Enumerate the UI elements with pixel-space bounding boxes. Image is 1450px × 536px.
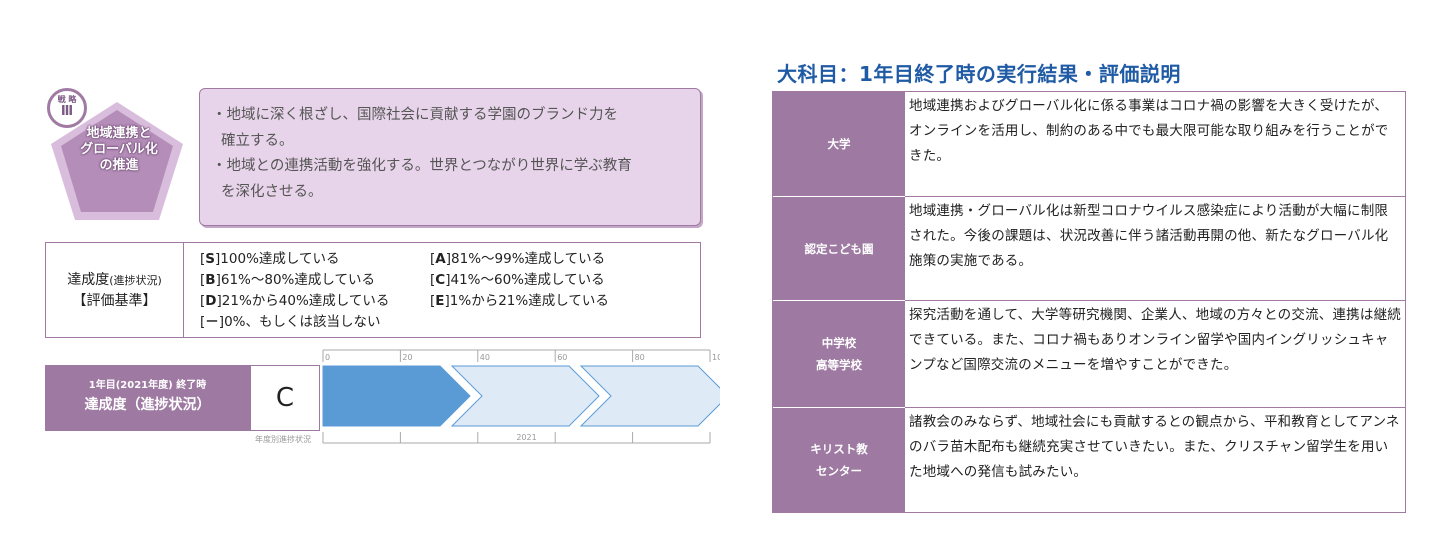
results-row-divider (773, 300, 1405, 301)
criteria-grade: － (205, 314, 219, 330)
criteria-item: [C]41%～60%達成している (430, 272, 605, 288)
scale-tick-label: 100 (712, 353, 720, 362)
criteria-text: 41%～60%達成している (450, 272, 605, 288)
results-row-divider (773, 407, 905, 408)
criteria-item: [－]0%、もしくは該当しない (200, 314, 381, 330)
criteria-text: 0%、もしくは該当しない (224, 314, 381, 330)
strategy-label: 戦 略 (57, 95, 77, 104)
results-title: 大科目：1年目終了時の実行結果・評価説明 (777, 62, 1181, 86)
strategy-point-continued: 確立する。 (221, 132, 294, 149)
strategy-number: Ⅲ (60, 104, 74, 119)
results-row-header-line: 大学 (827, 137, 851, 151)
criteria-text: 21%から40%達成している (221, 293, 390, 309)
results-row-text: 諸教会のみならず、地域社会にも貢献するとの観点から、平和教育としてアンネのバラ苗… (909, 414, 1400, 480)
progress-arrow-filled (322, 365, 471, 427)
results-table: 大学 地域連携およびグローバル化に係る事業はコロナ禍の影響を大きく受けたが、オン… (772, 91, 1406, 513)
results-row-text: 地域連携・グローバル化は新型コロナウイルス感染症により活動が大幅に制限された。今… (909, 203, 1389, 269)
results-row-text: 探究活動を通して、大学等研究機関、企業人、地域の方々との交流、連携は継続できてい… (909, 307, 1401, 373)
results-row-kindergarten: 認定こども園 地域連携・グローバル化は新型コロナウイルス感染症により活動が大幅に… (773, 197, 1405, 300)
criteria-text: 81%～99%達成している (451, 251, 606, 267)
criteria-grade: B (205, 272, 216, 288)
scale-year-label: 2021 (516, 433, 536, 442)
results-row-header-line: 高等学校 (816, 358, 862, 372)
scale-tick-label: 80 (635, 353, 645, 362)
scale-tick-label: 60 (557, 353, 567, 362)
results-row-header: 中学校 高等学校 (773, 301, 905, 407)
progress-label-line2: 達成度（進捗状況） (84, 397, 211, 413)
results-row-header-line: 認定こども園 (804, 241, 874, 256)
criteria-grade: A (435, 251, 446, 267)
progress-scale: 0 20 40 60 80 100 2021 (322, 349, 720, 444)
criteria-grade: S (205, 251, 216, 267)
results-row-text: 地域連携およびグローバル化に係る事業はコロナ禍の影響を大きく受けたが、オンライン… (909, 98, 1389, 164)
strategy-point-text: ・地域との連携活動を強化する。世界とつながり世界に学ぶ教育 (212, 158, 632, 174)
criteria-item: [S]100%達成している (200, 251, 340, 267)
criteria-grade: E (435, 293, 445, 309)
criteria-grade: C (435, 272, 446, 288)
criteria-grade: D (205, 293, 217, 309)
strategy-number-circle: 戦 略 Ⅲ (47, 88, 87, 128)
results-row-school: 中学校 高等学校 探究活動を通して、大学等研究機関、企業人、地域の方々との交流、… (773, 301, 1405, 407)
strategy-badge: 戦 略 Ⅲ 地域連携と グローバル化 の推進 (45, 88, 187, 222)
criteria-text: 100%達成している (220, 251, 340, 267)
scale-tick-label: 0 (325, 353, 330, 362)
results-row-divider (773, 407, 1405, 408)
progress-arrow-empty (450, 365, 600, 427)
strategy-title-line: グローバル化 (80, 142, 158, 157)
strategy-point-text: ・地域に深く根ざし、国際社会に貢献する学園のブランド力を (212, 107, 618, 123)
achievement-grade: C (250, 365, 320, 431)
criteria-label: 達成度(進捗状況) 【評価基準】 (46, 243, 184, 337)
pentagon-badge-shape (51, 102, 183, 220)
strategy-title-line: の推進 (99, 158, 139, 173)
criteria-item: [B]61%～80%達成している (200, 272, 375, 288)
strategy-point: ・地域との連携活動を強化する。世界とつながり世界に学ぶ教育 を深化させる。 (212, 154, 686, 205)
scale-tick-label: 40 (480, 353, 490, 362)
progress-arrow-empty (579, 365, 720, 427)
progress-label: 1年目(2021年度) 終了時 達成度（進捗状況） (45, 365, 250, 431)
results-row-header: 認定こども園 (773, 197, 905, 300)
strategy-title-line: 地域連携と (86, 126, 152, 141)
scale-tick-label: 20 (402, 353, 412, 362)
strategy-description-box: ・地域に深く根ざし、国際社会に貢献する学園のブランド力を 確立する。 ・地域との… (199, 88, 701, 226)
strategy-point: ・地域に深く根ざし、国際社会に貢献する学園のブランド力を 確立する。 (212, 103, 686, 154)
yearly-progress-label: 年度別進捗状況 (255, 435, 311, 444)
criteria-item: [E]1%から21%達成している (430, 293, 609, 309)
criteria-label-small: (進捗状況) (109, 274, 162, 287)
criteria-item: [D]21%から40%達成している (200, 293, 390, 309)
results-row-divider (773, 196, 905, 197)
results-row-university: 大学 地域連携およびグローバル化に係る事業はコロナ禍の影響を大きく受けたが、オン… (773, 92, 1405, 196)
criteria-text: 61%～80%達成している (220, 272, 375, 288)
criteria-label-main: 達成度 (67, 272, 110, 288)
criteria-text: 1%から21%達成している (449, 293, 609, 309)
strategy-title: 地域連携と グローバル化 の推進 (67, 126, 171, 174)
results-row-divider (773, 196, 1405, 197)
results-row-header-line: キリスト教 (810, 442, 868, 456)
criteria-label-sub: 【評価基準】 (72, 293, 157, 309)
results-row-divider (773, 300, 905, 301)
criteria-item: [A]81%～99%達成している (430, 251, 606, 267)
results-row-header-line: 中学校 (821, 336, 857, 350)
progress-label-line1: 1年目(2021年度) 終了時 (88, 380, 207, 391)
strategy-point-continued: を深化させる。 (221, 183, 323, 200)
results-row-christian-center: キリスト教 センター 諸教会のみならず、地域社会にも貢献するとの観点から、平和教… (773, 408, 1405, 512)
evaluation-criteria-table: 達成度(進捗状況) 【評価基準】 [S]100%達成している [A]81%～99… (45, 242, 701, 338)
results-row-header: キリスト教 センター (773, 408, 905, 512)
results-row-header: 大学 (773, 92, 905, 196)
results-row-header-line: センター (816, 464, 862, 478)
